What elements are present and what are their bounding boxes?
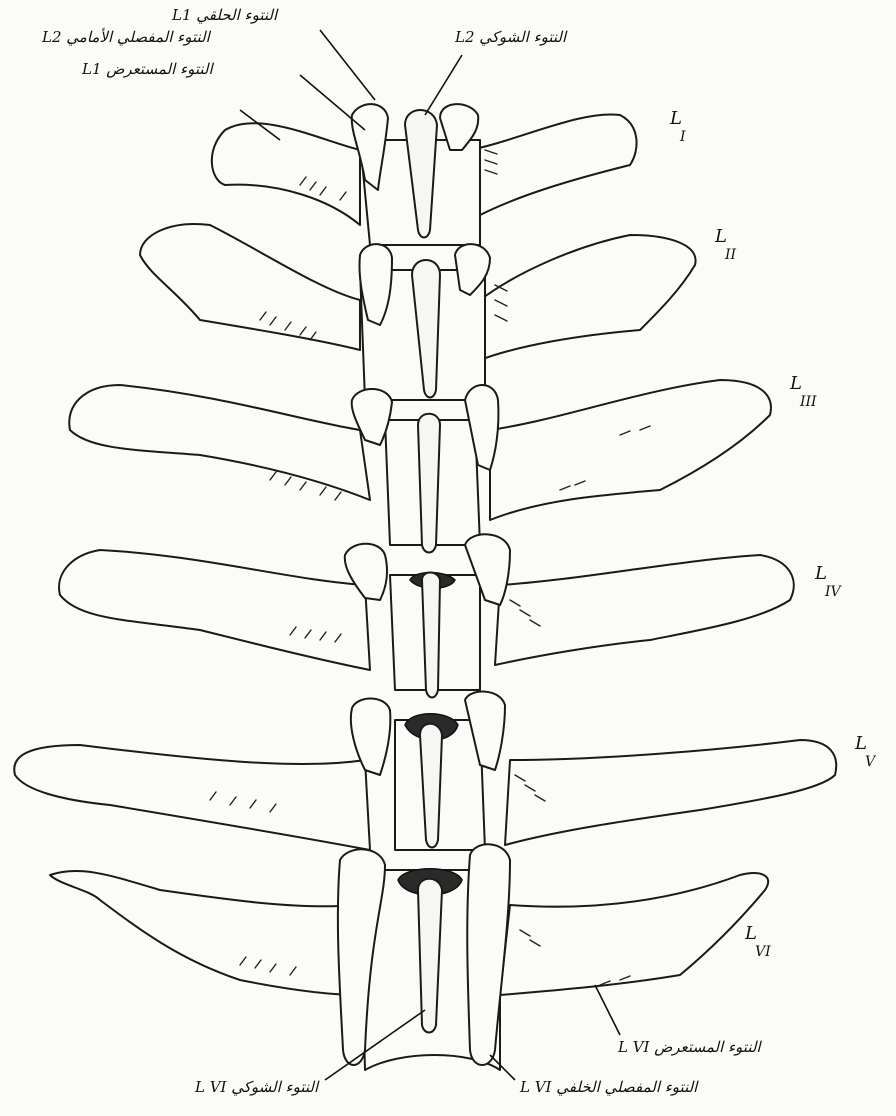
vertebra-l3 (69, 380, 771, 553)
spinous-process-l3 (418, 414, 440, 553)
articular-process-right-l6 (467, 844, 510, 1065)
level-number: V (855, 755, 875, 769)
leader-articular (300, 75, 365, 130)
transverse-process-left-l4 (59, 550, 370, 670)
transverse-process-left-l5 (14, 745, 370, 850)
transverse-process-right-l2 (480, 235, 696, 360)
level-number: I (670, 130, 686, 144)
level-number: IV (815, 585, 841, 599)
level-letter: L (815, 565, 841, 583)
vertebra-l6 (50, 844, 768, 1070)
leader-neural-arch (320, 30, 375, 100)
transverse-process-right-l1 (470, 114, 637, 215)
transverse-process-right-l3 (490, 380, 771, 520)
level-letter: L (670, 110, 686, 128)
vertebra-l1 (212, 104, 637, 245)
label-spinous-top: النتوء الشوكي L2 (455, 30, 566, 45)
level-number: VI (745, 945, 771, 959)
vertebra-l5 (14, 692, 836, 850)
level-marker-l2: L II (715, 228, 736, 262)
transverse-process-right-l4 (495, 555, 794, 665)
label-transverse-bottom: النتوء المستعرض L VI (618, 1040, 761, 1055)
level-marker-l1: L I (670, 110, 686, 144)
label-neural-arch: النتوء الحلقي L1 (172, 8, 277, 23)
transverse-process-left-l2 (140, 224, 360, 350)
label-spinous-bottom: النتوء الشوكي L VI (195, 1080, 318, 1095)
leader-transverse-bottom (595, 985, 620, 1035)
level-letter: L (790, 375, 817, 393)
label-articular-bottom: النتوء المفصلي الخلفي L VI (520, 1080, 697, 1095)
level-marker-l5: L V (855, 735, 875, 769)
transverse-process-right-l5 (505, 740, 836, 845)
level-letter: L (715, 228, 736, 246)
transverse-process-left-l1 (212, 123, 360, 225)
level-marker-l4: L IV (815, 565, 841, 599)
level-marker-l3: L III (790, 375, 817, 409)
level-letter: L (745, 925, 771, 943)
spinous-process-l4 (422, 573, 440, 698)
level-number: III (790, 395, 817, 409)
vertebra-l4 (59, 534, 794, 697)
transverse-process-right-l6 (500, 873, 768, 995)
level-letter: L (855, 735, 875, 753)
vertebra-l2 (140, 224, 696, 400)
level-number: II (715, 248, 736, 262)
label-articular-process: النتوء المفصلي الأمامي L2 (42, 30, 210, 45)
transverse-process-left-l6 (50, 871, 360, 995)
label-transverse-top: النتوء المستعرض L1 (82, 62, 213, 77)
level-marker-l6: L VI (745, 925, 771, 959)
transverse-process-left-l3 (69, 385, 370, 500)
